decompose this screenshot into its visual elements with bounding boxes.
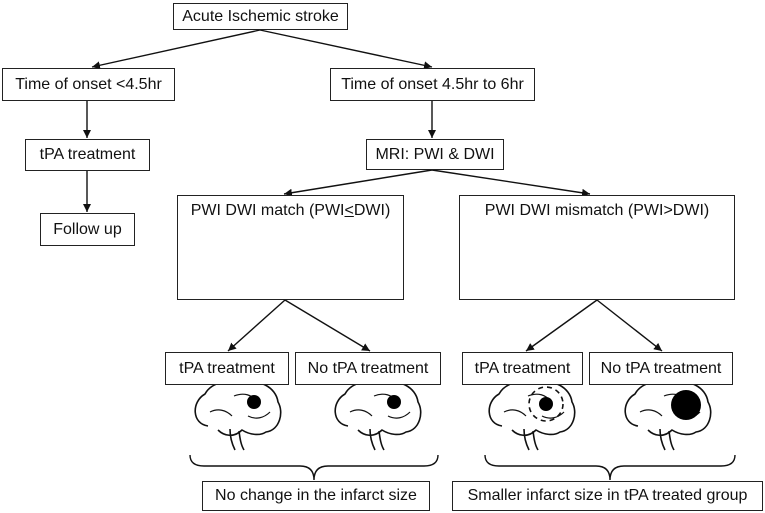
node-match-outcome: No change in the infarct size <box>202 481 430 511</box>
connectors <box>83 29 663 352</box>
edge-mri-mismatch <box>431 169 591 197</box>
braces <box>189 454 736 481</box>
brace-match <box>189 454 439 481</box>
node-mismatch-outcome: Smaller infarct size in tPA treated grou… <box>452 481 763 511</box>
brain-icon-mismatch-tpa <box>488 380 576 451</box>
node-mismatch: PWI DWI mismatch (PWI>DWI) <box>459 195 735 300</box>
node-early-onset: Time of onset <4.5hr <box>2 68 175 101</box>
edge-match-notpa <box>284 299 371 352</box>
edge-mismatch-notpa <box>596 299 663 352</box>
node-tpa-early: tPA treatment <box>25 139 150 171</box>
node-match: PWI DWI match (PWI<DWI) <box>177 195 404 300</box>
node-match-no-tpa: No tPA treatment <box>295 352 441 385</box>
match-label: PWI DWI match (PWI<DWI) <box>190 202 391 219</box>
brain-icon-match-notpa <box>334 380 422 451</box>
edge-match-tpa <box>227 299 286 352</box>
brain-icon-mismatch-notpa <box>624 380 712 451</box>
edge-root-late <box>259 29 433 70</box>
node-follow-up: Follow up <box>40 213 135 246</box>
edge-root-early <box>91 29 261 70</box>
node-mismatch-no-tpa: No tPA treatment <box>589 352 733 385</box>
brace-mismatch <box>484 454 736 481</box>
mismatch-label: PWI DWI mismatch (PWI>DWI) <box>484 202 710 219</box>
edge-mismatch-tpa <box>525 299 598 352</box>
brain-icon-match-tpa <box>194 380 282 451</box>
node-root: Acute Ischemic stroke <box>173 3 348 30</box>
node-match-tpa: tPA treatment <box>165 352 289 385</box>
edge-mri-match <box>283 169 433 197</box>
node-late-onset: Time of onset 4.5hr to 6hr <box>330 68 535 101</box>
node-mismatch-tpa: tPA treatment <box>462 352 583 385</box>
node-mri: MRI: PWI & DWI <box>366 139 504 170</box>
